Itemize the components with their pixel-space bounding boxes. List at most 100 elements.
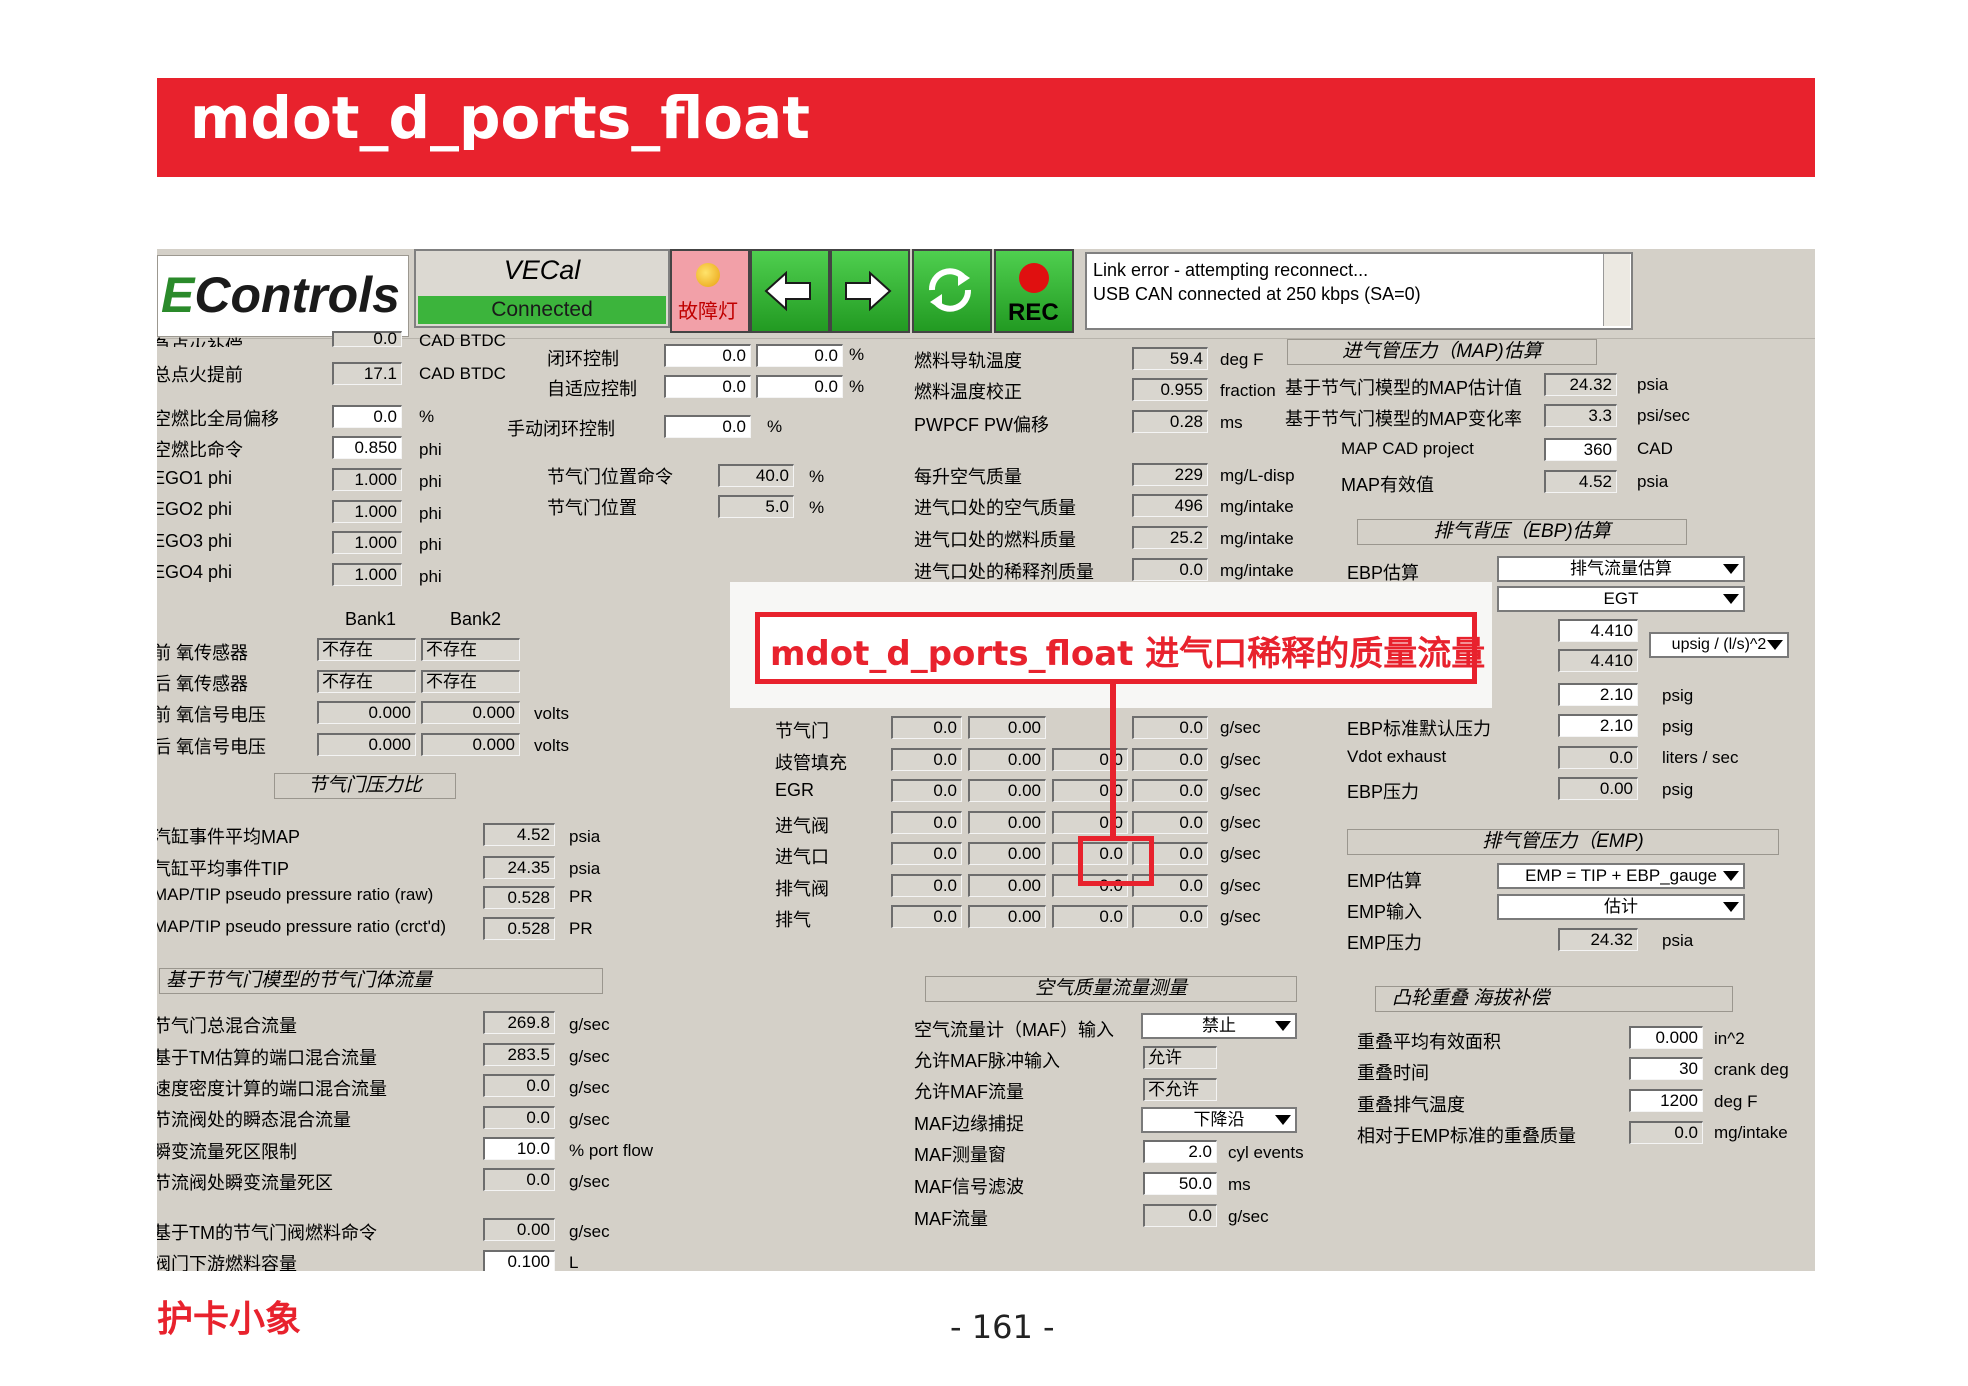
chevron-down-icon <box>1723 594 1739 604</box>
unit-label: crank deg <box>1714 1060 1789 1079</box>
fault-lamp-button[interactable]: 故障灯 <box>670 249 750 333</box>
ebp-unit-dropdown[interactable]: upsig / (l/s)^2 <box>1649 632 1789 658</box>
refresh-button[interactable] <box>912 249 992 333</box>
maf-edge-dropdown[interactable]: 下降沿 <box>1141 1107 1297 1133</box>
overlap-exhaust-temp-input[interactable]: 1200 <box>1629 1089 1703 1112</box>
unit-label: ms <box>1228 1175 1251 1194</box>
back-button[interactable] <box>750 249 830 333</box>
flow-cell: 0.0 <box>1132 716 1208 739</box>
unit-label: CAD BTDC <box>419 364 506 383</box>
bank1-header: Bank1 <box>345 609 397 629</box>
value-field: 0.0 <box>1558 746 1638 769</box>
chevron-down-icon <box>1767 640 1783 650</box>
field-label: 瞬变流量死区限制 <box>157 1142 297 1162</box>
section-header-emp: 排气管压力（EMP) <box>1347 829 1779 855</box>
chevron-down-icon <box>1275 1021 1291 1031</box>
closed-loop-input-2[interactable]: 0.0 <box>756 344 843 367</box>
field-label: 后 氧传感器 <box>157 674 249 694</box>
field-label: 前 氧信号电压 <box>157 705 267 725</box>
unit-label: mg/intake <box>1220 497 1294 516</box>
unit-label: phi <box>419 440 442 459</box>
brand-logo: 护卡小象 <box>157 1299 302 1340</box>
unit-label: psia <box>1662 931 1694 950</box>
record-button[interactable]: REC <box>994 249 1074 333</box>
maf-filter-input[interactable]: 50.0 <box>1143 1172 1217 1195</box>
value-field: 不存在 <box>421 638 520 661</box>
unit-label: mg/L-disp <box>1220 466 1295 485</box>
unit-label: % port flow <box>569 1141 654 1160</box>
maf-input-dropdown[interactable]: 禁止 <box>1141 1013 1297 1039</box>
bank2-header: Bank2 <box>450 609 502 629</box>
unit-label: psia <box>569 859 601 878</box>
adaptive-control-input-2[interactable]: 0.0 <box>756 375 843 398</box>
callout-target-highlight <box>1078 836 1154 886</box>
transient-deadband-input[interactable]: 10.0 <box>483 1137 555 1160</box>
unit-label: volts <box>534 704 569 723</box>
flow-cell: 0.0 <box>1052 811 1128 834</box>
adaptive-control-input[interactable]: 0.0 <box>664 375 751 398</box>
field-label: EMP输入 <box>1347 902 1423 922</box>
unit-label: g/sec <box>1220 750 1261 769</box>
section-header-ebp: 排气背压（EBP)估算 <box>1357 519 1687 545</box>
afr-command-input[interactable]: 0.850 <box>332 436 402 459</box>
unit-label: PR <box>569 919 593 938</box>
unit-label: g/sec <box>1220 844 1261 863</box>
value-field: 25.2 <box>1132 526 1208 549</box>
unit-label: g/sec <box>569 1110 610 1129</box>
message-scrollbar[interactable] <box>1603 254 1630 326</box>
field-label: EBP估算 <box>1347 563 1420 583</box>
flow-row-label: 歧管填充 <box>775 753 847 773</box>
forward-button[interactable] <box>830 249 910 333</box>
ebp-estimate-dropdown[interactable]: 排气流量估算 <box>1497 556 1745 582</box>
unit-label: g/sec <box>569 1078 610 1097</box>
value-field: 496 <box>1132 494 1208 517</box>
value-field: 0.955 <box>1132 378 1208 401</box>
field-label: EMP压力 <box>1347 933 1423 953</box>
dropdown-value: EMP = TIP + EBP_gauge <box>1525 866 1717 885</box>
overlap-area-input[interactable]: 0.000 <box>1629 1026 1703 1049</box>
arrow-right-icon <box>845 270 892 312</box>
unit-label: L <box>569 1253 579 1271</box>
field-label: 自适应控制 <box>547 379 637 399</box>
vecal-status-panel: VECal Connected <box>414 249 670 328</box>
ebp-default-pressure-input[interactable]: 2.10 <box>1558 714 1638 737</box>
flow-cell: 0.0 <box>1052 779 1128 802</box>
field-label: 速度密度计算的端口混合流量 <box>157 1079 387 1099</box>
unit-label: % <box>809 498 825 517</box>
unit-label: in^2 <box>1714 1029 1745 1048</box>
closed-loop-input[interactable]: 0.0 <box>664 344 751 367</box>
ebp-egt-dropdown[interactable]: EGT <box>1497 586 1745 612</box>
unit-label: g/sec <box>1228 1207 1269 1226</box>
field-label: MAP有效值 <box>1341 475 1435 495</box>
fuel-volume-input[interactable]: 0.100 <box>483 1250 555 1271</box>
unit-label: g/sec <box>1220 907 1261 926</box>
unit-label: % <box>849 345 865 364</box>
value-field: 0.000 <box>317 701 416 724</box>
field-label: 燃料导轨温度 <box>914 351 1022 371</box>
flow-cell: 0.00 <box>968 842 1046 865</box>
section-header-throttle-pressure-ratio: 节气门压力比 <box>274 773 456 799</box>
map-cad-project-input[interactable]: 360 <box>1544 438 1617 461</box>
value-field: 24.35 <box>483 856 555 879</box>
message-line: Link error - attempting reconnect... <box>1093 260 1369 280</box>
unit-label: g/sec <box>1220 781 1261 800</box>
field-label: 基于节气门模型的MAP估计值 <box>1285 378 1523 398</box>
manual-closed-loop-input[interactable]: 0.0 <box>664 415 751 438</box>
flow-cell: 0.0 <box>1132 779 1208 802</box>
field-label: 后 氧信号电压 <box>157 737 267 757</box>
maf-window-input[interactable]: 2.0 <box>1143 1140 1217 1163</box>
overlap-time-input[interactable]: 30 <box>1629 1057 1703 1080</box>
field-label: 重叠排气温度 <box>1357 1095 1465 1115</box>
flow-cell: 0.0 <box>1132 905 1208 928</box>
emp-estimate-dropdown[interactable]: EMP = TIP + EBP_gauge <box>1497 863 1745 889</box>
callout-text: mdot_d_ports_float 进气口稀释的质量流量 <box>770 634 1486 674</box>
ebp-coefficient-input[interactable]: 4.410 <box>1558 619 1638 642</box>
chevron-down-icon <box>1723 871 1739 881</box>
field-label: 空燃比全局偏移 <box>157 409 279 429</box>
emp-input-dropdown[interactable]: 估计 <box>1497 894 1745 920</box>
field-label: EGO2 phi <box>157 499 233 519</box>
global-afr-offset-input[interactable]: 0.0 <box>332 405 402 428</box>
unit-label: psia <box>1637 375 1669 394</box>
ebp-offset-input[interactable]: 2.10 <box>1558 683 1638 706</box>
vecal-screenshot: EControls VECal Connected 故障灯 REC Link e… <box>157 249 1815 1271</box>
